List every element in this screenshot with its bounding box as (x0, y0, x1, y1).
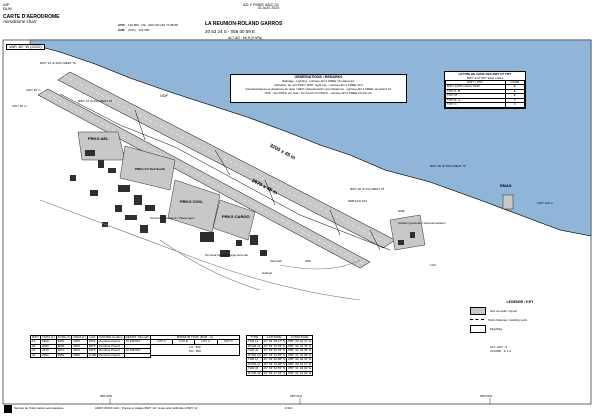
footer-agency: Service de l'information aéronautique (14, 406, 64, 410)
observations-box: OBSERVATIONS / REMARKS Balisage : Lighti… (230, 74, 407, 103)
cwy-left-label-b: CWY 60 m (12, 104, 27, 108)
aviation-generale: Aviation générale / General aviation (398, 221, 446, 225)
coordinate-ticks (109, 398, 491, 404)
aip-label: AIP (3, 2, 10, 7)
chart-subtitle: Aerodrome chart (3, 19, 37, 25)
footer-page: 0.SIA (285, 406, 293, 410)
page-ref: AD 2 FMEE ADC 01 (242, 2, 279, 7)
min-tkof-night: HN : 800 (189, 348, 201, 353)
letter-code-cell: TWY C (445, 102, 506, 108)
runway-data-table: RWY TODA (1) TORA (1) ASDA (1) LDA NATUR… (30, 334, 152, 359)
alt-ref: ALT. HGT : 5 (490, 345, 508, 349)
coord-ref: COORD : 1/ 1 ft (490, 349, 512, 353)
letter-code-title: LETTRE DE CODE DES RWY ET TWY (458, 72, 512, 76)
legend-apron-label: Aire de trafic / Apron (490, 309, 518, 313)
coord-cell: 20° 53' 47.63" S (261, 370, 288, 376)
cat-header: CAT D (216, 339, 240, 345)
aerodrome-coords: 20 53 24 S - 055 30 59 E (205, 29, 256, 34)
legend-pkg-swatch (470, 325, 486, 333)
runway-14-32 (37, 88, 371, 269)
ndb-label: NDB FLR 323 (348, 199, 367, 203)
coastline (29, 43, 592, 237)
gnd-value: (SOL) : 121.900 (128, 28, 150, 32)
legend-title: LEGENDE / KEY (506, 300, 534, 304)
letter-code-box: LETTRE DE CODE DES RWY ET TWY RWY and TW… (444, 71, 526, 109)
rwy-cell: Revêtue Paved (97, 352, 125, 359)
rwy30-label: RWY 30 (0.15%) MEHT 75 (430, 164, 466, 168)
prkg-civil-label: PRKG CIVIL (180, 199, 203, 204)
longitude-tick-2: 055°31'E (290, 394, 303, 398)
observations-line-2: Utilisation de voir PRFI / RWY night use… (273, 83, 364, 87)
rwy14-label: RWY 14 (0.1%) MEHT 76 (78, 99, 113, 103)
magnetic-variation: VAR 18° W (2020) (6, 44, 45, 51)
observations-line-3: Caractéristiques et distances de piste /… (245, 87, 392, 91)
header-right: AD 2 FMEE ADC 01 01 AUG 2024 (242, 2, 279, 11)
observations-title: OBSERVATIONS / REMARKS (294, 75, 343, 79)
legend: LEGENDE / KEY Aire de trafic / Apron Poi… (470, 300, 570, 353)
rwy-cell: 2550 (71, 352, 88, 359)
prkg-ael-label: PRKG AEL (88, 136, 109, 141)
coord-cell: DTHR 32 (246, 370, 263, 376)
cwy-right-label: CWY 140 m (537, 201, 554, 205)
emas-area (502, 194, 514, 210)
buildings (70, 150, 415, 257)
rwy-cell: 2 100 (86, 352, 99, 359)
observations-line-1: Balisage : Lighting : voir/see AD 2 FMEE… (282, 79, 355, 83)
apron-cv (119, 145, 176, 191)
longitude-tick-3: 055°32'E (480, 394, 493, 398)
wdi-label: WDI (305, 259, 311, 263)
legend-apron-swatch (470, 307, 486, 315)
loc-label: LOC (430, 263, 437, 267)
longitude-tick-1: 055°30'E (100, 394, 113, 398)
gnd-label: GND (118, 28, 125, 32)
dme-label: DME (398, 209, 405, 213)
heliport-label: Héliport (262, 271, 273, 275)
prkg-cv-label: PRKG CV Sud-South (135, 167, 165, 171)
vdf-label: VDF (160, 93, 168, 98)
atis-value: 130.800 - DE - AND (ID:262 72 88 88 (128, 23, 178, 27)
atis-label: ATIS (118, 23, 125, 27)
rwy12-label: RWY 12 (0.12%) MEHT 76 (40, 61, 76, 65)
aerodrome-alt: ALT AD : 66 ft (3 hPa) (228, 36, 263, 40)
min-tkof-title: MINIMUM TKOF (RVR - m) (150, 334, 240, 341)
page-date: 01 AUG 2024 (257, 6, 279, 11)
letter-code-subtitle: RWY and TWY letter codes (466, 76, 504, 80)
cat-header: CAT C (194, 339, 218, 345)
legend-pkg-label: Pkg/Wkg (490, 327, 503, 331)
taxiways (59, 93, 391, 251)
min-tkof-table: MINIMUM TKOF (RVR - m) CAT A CAT B CAT C… (150, 334, 240, 356)
table-row: HJ : 550 HN : 800 (150, 343, 240, 356)
header-left: AIP RUN CARTE D'AERODROME Aerodrome char… (3, 2, 60, 25)
rwy32-label: RWY 32 (0.1%) MEHT 75 (350, 187, 385, 191)
coord-cell: 055° 31' 10.61" E (286, 370, 314, 376)
letter-code-cell: F (504, 102, 526, 108)
terminal-passengers: Terminal Passagers / Passengers (150, 216, 195, 220)
rwy-cell: 2550 (55, 352, 73, 359)
chart-title: CARTE D'AERODROME (3, 13, 60, 20)
aeroclub-label: Aéroclub (270, 259, 282, 263)
legend-holding-label: Point d'attente / Holding point (488, 318, 528, 322)
terminal-cargo: Terminal de fret / Cargo terminal (205, 253, 248, 257)
rwy-cell (123, 352, 152, 359)
cwy-left-label-a: CWY 60 m (26, 88, 41, 92)
rwy-cell: 32 (30, 352, 41, 359)
sia-logo (4, 405, 12, 413)
country-label: RUN (3, 6, 12, 12)
rwy-cell: 2550 (39, 352, 57, 359)
prkg-cargo-label: PRKG CARGO (222, 214, 250, 219)
aerodrome-name: LA REUNION-ROLAND GARROS (205, 21, 283, 27)
emas-label: EMAS (500, 183, 512, 188)
apron-cargo (212, 199, 256, 241)
roads (39, 199, 361, 301)
legend-holding-swatch (470, 318, 484, 322)
footer-amdt: AMDT 06/23 CHG : Portée et calage RWY 12… (95, 406, 198, 410)
rwy-header: RWY (30, 334, 41, 341)
observations-line-4: NOF : Sol PRKG CV Sud / On South CV PRKG… (264, 91, 373, 95)
min-tkof-day: HJ : 550 (189, 345, 201, 350)
